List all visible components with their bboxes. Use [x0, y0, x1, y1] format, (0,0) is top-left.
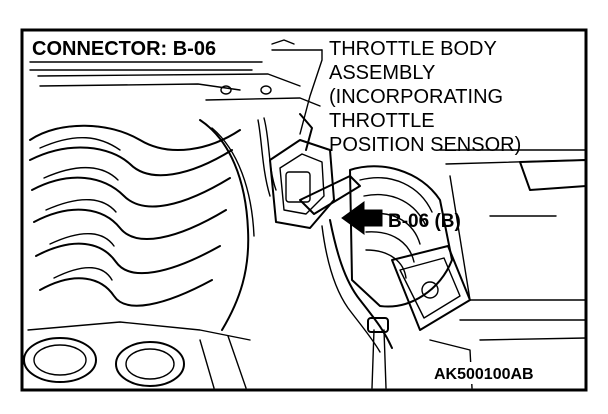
component-label-line-5: POSITION SENSOR)	[329, 134, 521, 156]
component-label-line-4: THROTTLE	[329, 110, 435, 132]
intake-duct	[349, 165, 471, 331]
component-label-line-3: (INCORPORATING	[329, 86, 503, 108]
component-label-line-1: THROTTLE BODY	[329, 38, 497, 60]
component-label-line-2: ASSEMBLY	[329, 62, 435, 84]
wiring-harness	[299, 175, 393, 389]
connector-title: CONNECTOR: B-06	[32, 38, 216, 60]
leader-lines	[271, 39, 557, 217]
hood-lines	[29, 61, 321, 107]
throttle-body-leader	[299, 49, 323, 135]
figure-code-backdrop	[430, 362, 560, 384]
figure-border	[20, 28, 588, 392]
throttle-body	[257, 113, 335, 229]
manifold-ports	[23, 321, 251, 389]
figure-code: AK500100AB	[434, 366, 534, 383]
right-body-panel	[429, 149, 587, 389]
component-label: THROTTLE BODY ASSEMBLY (INCORPORATING TH…	[329, 38, 521, 156]
leader-hook	[271, 39, 295, 45]
connector-arrow-icon	[341, 201, 383, 235]
connector-callout-label: B-06 (B)	[388, 211, 461, 232]
intake-manifold	[29, 119, 255, 331]
